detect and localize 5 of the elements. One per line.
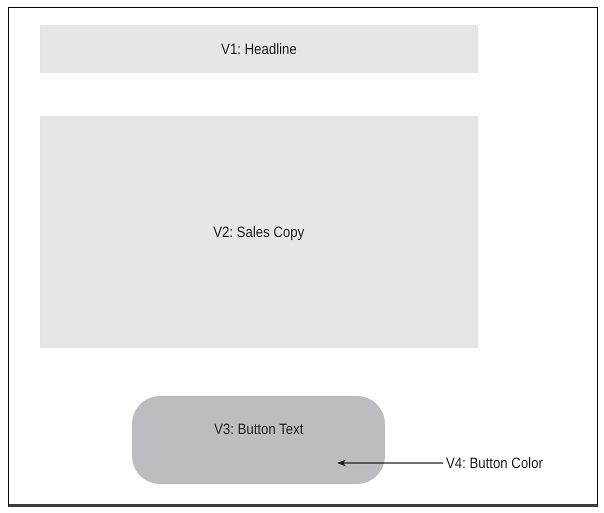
call-to-action-button: V3: Button Text bbox=[132, 396, 385, 484]
leader-arrow bbox=[337, 459, 443, 467]
sales-copy-panel: V2: Sales Copy bbox=[40, 116, 478, 348]
callout-text: V4: Button Color bbox=[446, 454, 543, 472]
headline-panel: V1: Headline bbox=[40, 25, 478, 73]
